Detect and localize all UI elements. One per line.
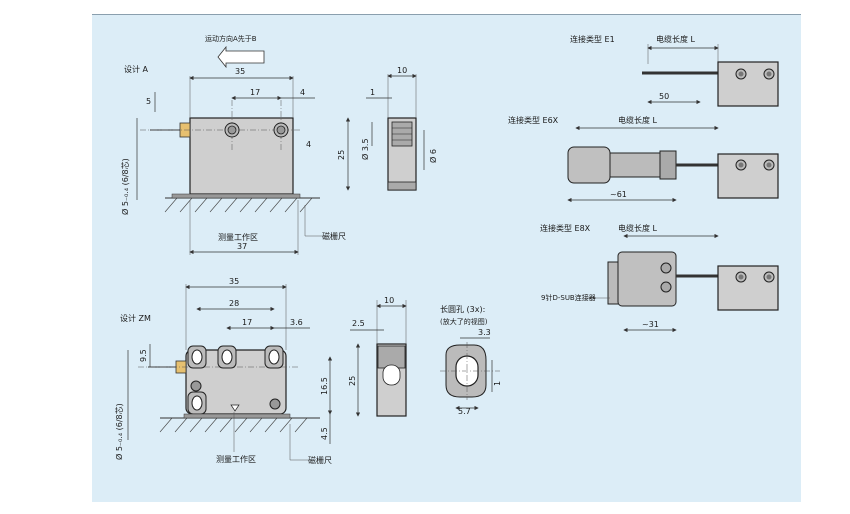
slot-title: 长圆孔 (3x): [440,304,485,314]
dim-a-25: 25 [337,150,346,160]
dim-a-37: 37 [237,242,247,251]
e1-label: 连接类型 E1 [570,34,615,44]
dim-a-4v: 4 [306,140,311,149]
dim-a-4: 4 [300,88,305,97]
slot-dim-33: 3.3 [478,328,491,337]
dim-a-1: 1 [370,88,375,97]
motion-arrow-icon [217,45,265,69]
cable-zm-dia: Ø 5₋₀.₄ (6/8芯) [114,403,124,460]
cable-a-dia: Ø 5₋₀.₄ (6/8芯) [120,158,130,215]
dim-a-dia35: Ø 3.5 [360,138,370,160]
dim-a-10: 10 [397,66,407,75]
scale-a: 磁栅尺 [322,231,346,241]
work-area-zm: 测量工作区 [216,454,256,464]
dim-zm-28: 28 [229,299,239,308]
design-a-title: 设计 A [124,64,149,74]
e1-dim-50: 50 [659,92,669,101]
design-zm: 设计 ZM 35 28 17 [114,277,502,465]
e6x-dim-61: ~61 [610,190,627,199]
scale-zm: 磁栅尺 [308,455,332,465]
work-area-a: 测量工作区 [218,232,258,242]
e6x-cable-length: 电缆长度 L [618,115,658,125]
connection-e6x: 连接类型 E6X 电缆长度 L ~61 [508,115,779,203]
dim-zm-36: 3.6 [290,318,303,327]
motion-label: 运动方向A先于B [205,34,257,43]
slot-dim-57: 5.7 [458,407,471,416]
e6x-connector [567,146,611,184]
dim-zm-35: 35 [229,277,239,286]
e8x-dim-31: ~31 [642,320,659,329]
dim-zm-165: 16.5 [320,377,329,395]
dim-zm-10: 10 [384,296,394,305]
e6x-label: 连接类型 E6X [508,115,559,125]
e8x-label: 连接类型 E8X [540,223,591,233]
drawing-sheet [92,14,801,502]
e1-cable-length: 电缆长度 L [656,34,696,44]
dim-a-35: 35 [235,67,245,76]
dim-a-17: 17 [250,88,260,97]
design-zm-title: 设计 ZM [120,313,151,323]
dim-zm-95: 9.5 [139,349,148,362]
dim-zm-45: 4.5 [320,427,329,440]
slot-dim-1: 1 [493,381,502,386]
dim-zm-h25: 25 [348,376,357,386]
dim-a-dia6: Ø 6 [428,149,438,163]
connection-e8x: 连接类型 E8X 电缆长度 L 9针D-SUB连接器 ~31 [540,223,779,333]
slot-subtitle: (放大了的视图) [440,317,488,326]
connection-e1: 连接类型 E1 电缆长度 L 50 [570,34,779,107]
e8x-connector-label: 9针D-SUB连接器 [541,293,596,302]
dim-a-5: 5 [146,97,151,106]
design-a: 设计 A 运动方向A先于B 35 17 4 [120,34,438,255]
e8x-cable-length: 电缆长度 L [618,223,658,233]
dim-zm-25: 2.5 [352,319,365,328]
dim-zm-17: 17 [242,318,252,327]
